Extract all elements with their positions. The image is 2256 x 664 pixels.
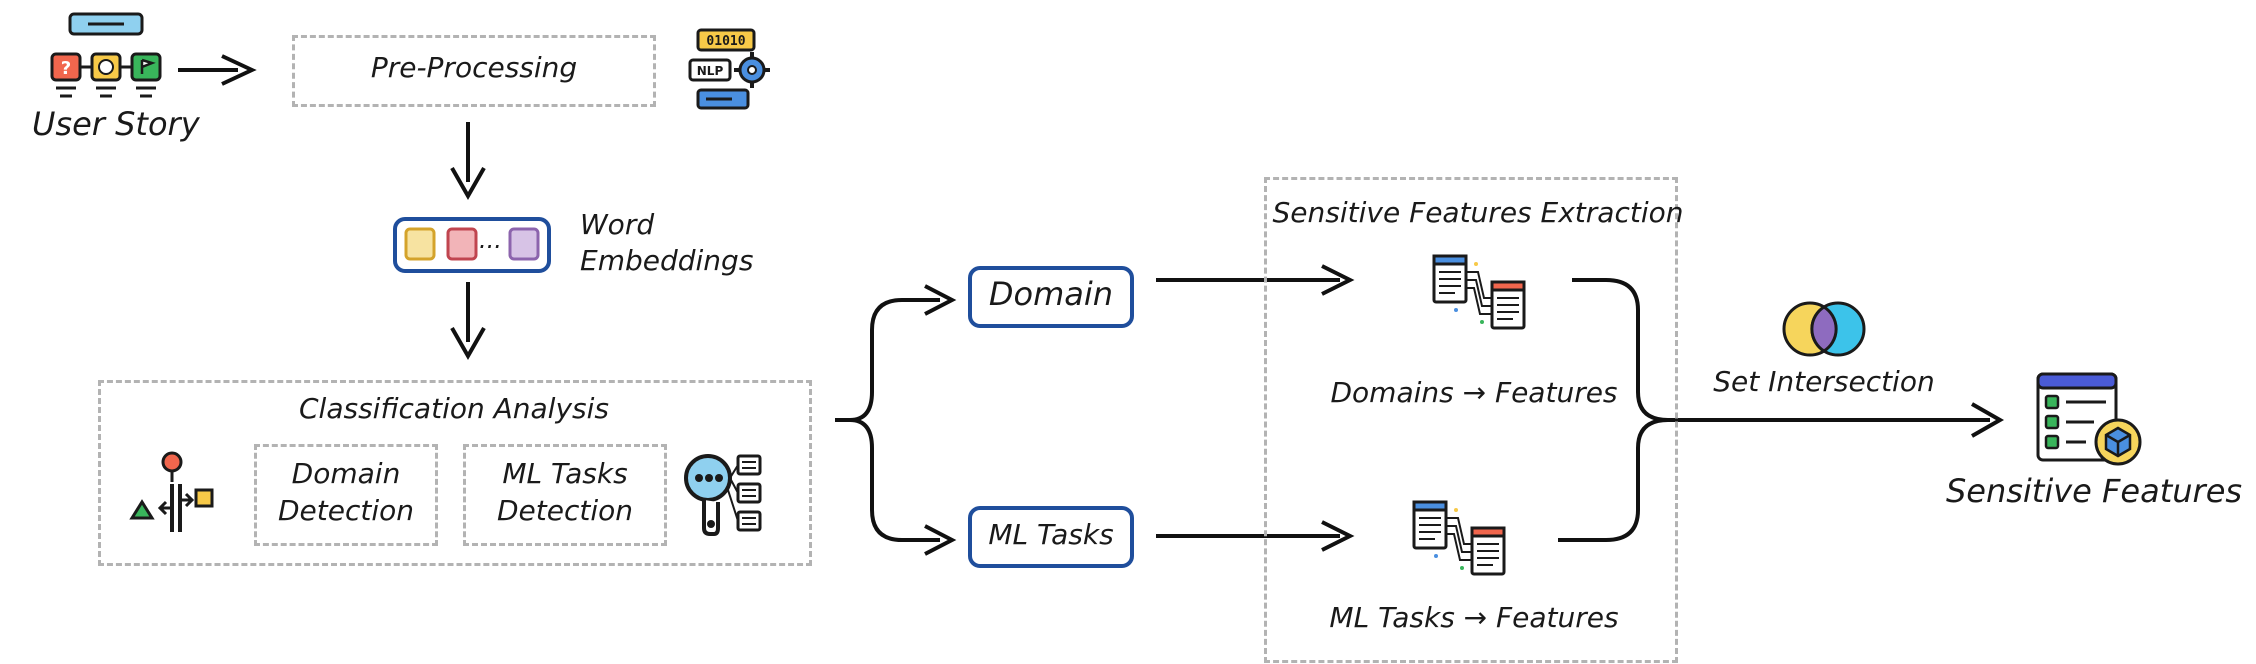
nlp-gear-icon: 01010 NLP — [688, 28, 770, 110]
sensitive-features-extraction-box — [1264, 177, 1678, 663]
arrow-mltasks-to-features — [1156, 520, 1355, 552]
arrow-embeddings-to-classification — [450, 282, 486, 361]
documents-mapping-icon-domain — [1432, 254, 1526, 330]
domain-box — [968, 266, 1134, 328]
domain-detection-label-line2: Detection — [277, 494, 415, 527]
user-story-label: User Story — [32, 105, 200, 143]
documents-mapping-icon-ml — [1412, 500, 1506, 576]
domain-label: Domain — [988, 275, 1114, 313]
classification-analysis-box — [98, 380, 812, 566]
magnifier-list-icon — [684, 454, 762, 536]
domain-detection-box — [254, 444, 438, 546]
classification-analysis-label: Classification Analysis — [299, 392, 609, 425]
ml-tasks-detection-box — [463, 444, 667, 546]
ml-tasks-label: ML Tasks — [988, 518, 1114, 551]
ml-tasks-to-features-label: ML Tasks → Features — [1329, 601, 1619, 634]
embedding-vector-icon — [404, 227, 540, 261]
merge-to-sensitive-features — [1558, 278, 2005, 542]
sensitive-features-label: Sensitive Features — [1945, 472, 2243, 510]
fork-classification-to-outputs — [835, 284, 957, 556]
arrow-preprocessing-to-embeddings — [450, 122, 486, 201]
nlp-badge-text: NLP — [697, 64, 724, 78]
ml-tasks-detection-label-line2: Detection — [496, 494, 634, 527]
domains-to-features-label: Domains → Features — [1330, 376, 1618, 409]
binary-badge-text: 01010 — [706, 34, 745, 49]
ml-tasks-box — [968, 506, 1134, 568]
set-intersection-label: Set Intersection — [1713, 365, 1935, 398]
pre-processing-label: Pre-Processing — [370, 51, 578, 84]
word-embeddings-label-line1: Word — [580, 208, 655, 241]
classification-shapes-icon — [129, 451, 214, 532]
arrow-userstory-to-preprocessing — [178, 54, 257, 86]
domain-detection-label-line1: Domain — [291, 457, 401, 490]
ml-tasks-detection-label-line1: ML Tasks — [502, 457, 628, 490]
pre-processing-box — [292, 35, 656, 107]
svg-text:?: ? — [61, 58, 71, 79]
arrow-domain-to-features — [1156, 264, 1355, 296]
user-story-icon: ? — [50, 12, 162, 98]
word-embeddings-label-line2: Embeddings — [580, 244, 754, 277]
venn-diagram-icon — [1782, 301, 1866, 357]
sensitive-features-extraction-label: Sensitive Features Extraction — [1272, 196, 1684, 229]
embedding-ellipsis: ... — [479, 226, 502, 254]
checklist-features-icon — [2036, 372, 2142, 466]
